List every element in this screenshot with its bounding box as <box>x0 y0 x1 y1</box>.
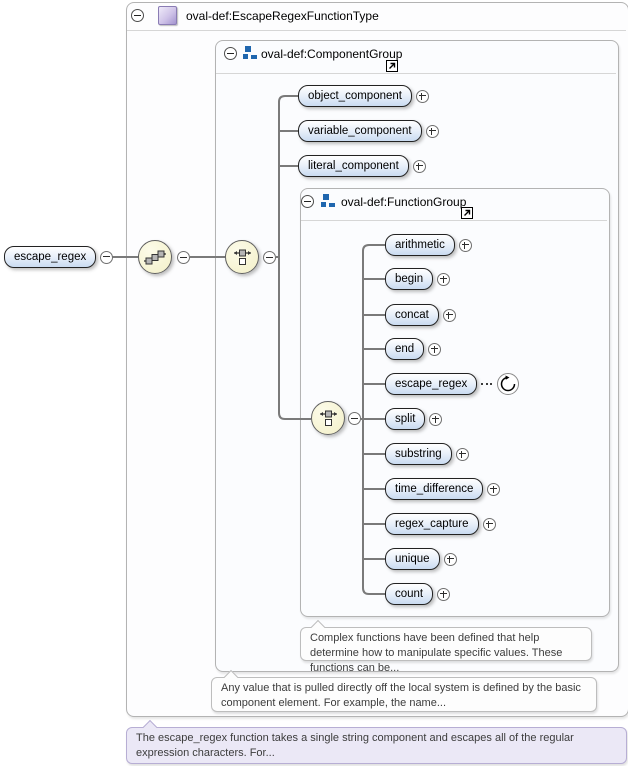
function-group-title: oval-def:FunctionGroup <box>341 195 467 209</box>
root-element-row: escape_regex <box>4 246 114 268</box>
escape-regex-annotation: The escape_regex function takes a single… <box>126 719 627 764</box>
collapse-minus-icon[interactable] <box>131 9 144 22</box>
collapse-minus-icon[interactable] <box>348 412 361 425</box>
element-pill-split[interactable]: split <box>385 408 426 430</box>
element-row-begin: begin <box>385 268 451 290</box>
choice-compositor-icon[interactable] <box>225 240 259 274</box>
element-row-substring: substring <box>385 443 469 465</box>
complex-type-icon <box>158 6 177 25</box>
expand-plus-icon[interactable] <box>442 308 456 322</box>
expand-plus-icon[interactable] <box>487 482 501 496</box>
complex-type-title: oval-def:EscapeRegexFunctionType <box>186 9 379 23</box>
element-pill-object_component[interactable]: object_component <box>298 85 412 107</box>
element-row-concat: concat <box>385 304 456 326</box>
link-arrow-icon[interactable] <box>386 60 398 72</box>
expand-plus-icon[interactable] <box>482 517 496 531</box>
annotation-text: Any value that is pulled directly off th… <box>221 682 581 709</box>
element-pill-unique[interactable]: unique <box>385 548 440 570</box>
expand-plus-icon[interactable] <box>443 552 457 566</box>
element-row-variable_component: variable_component <box>298 120 439 142</box>
annotation-text: The escape_regex function takes a single… <box>136 732 574 759</box>
model-group-icon <box>243 46 257 60</box>
expand-plus-icon[interactable] <box>415 89 429 103</box>
element-pill-literal_component[interactable]: literal_component <box>298 155 409 177</box>
element-row-split: split <box>385 408 443 430</box>
model-group-icon <box>321 194 335 208</box>
recursion-dotted-connector <box>481 383 493 385</box>
element-pill-substring[interactable]: substring <box>385 443 452 465</box>
collapse-minus-icon[interactable] <box>177 251 190 264</box>
component-group-title: oval-def:ComponentGroup <box>261 47 403 61</box>
element-row-escape_regex: escape_regex <box>385 373 520 395</box>
expand-plus-icon[interactable] <box>429 412 443 426</box>
choice-compositor-icon[interactable] <box>311 401 345 435</box>
element-pill-arithmetic[interactable]: arithmetic <box>385 234 455 256</box>
link-arrow-icon[interactable] <box>461 207 473 219</box>
expand-plus-icon[interactable] <box>437 587 451 601</box>
sequence-compositor-icon[interactable] <box>138 240 172 274</box>
element-pill-time_difference[interactable]: time_difference <box>385 478 484 500</box>
element-pill-variable_component[interactable]: variable_component <box>298 120 422 142</box>
expand-plus-icon[interactable] <box>425 124 439 138</box>
expand-plus-icon[interactable] <box>458 238 472 252</box>
element-row-end: end <box>385 338 442 360</box>
collapse-minus-icon[interactable] <box>224 47 237 60</box>
collapse-minus-icon[interactable] <box>100 250 114 264</box>
annotation-text: Complex functions have been defined that… <box>310 632 563 674</box>
element-row-time_difference: time_difference <box>385 478 501 500</box>
element-pill-end[interactable]: end <box>385 338 425 360</box>
expand-plus-icon[interactable] <box>412 159 426 173</box>
element-pill-begin[interactable]: begin <box>385 268 434 290</box>
recursion-icon <box>496 372 520 396</box>
element-pill-count[interactable]: count <box>385 583 434 605</box>
collapse-minus-icon[interactable] <box>263 251 276 264</box>
expand-plus-icon[interactable] <box>428 342 442 356</box>
element-pill-concat[interactable]: concat <box>385 304 439 326</box>
collapse-minus-icon[interactable] <box>301 195 314 208</box>
element-row-literal_component: literal_component <box>298 155 426 177</box>
element-pill-regex_capture[interactable]: regex_capture <box>385 513 479 535</box>
root-element-pill[interactable]: escape_regex <box>4 246 97 268</box>
expand-plus-icon[interactable] <box>437 272 451 286</box>
expand-plus-icon[interactable] <box>455 447 469 461</box>
element-row-arithmetic: arithmetic <box>385 234 472 256</box>
function-group-annotation: Complex functions have been defined that… <box>300 619 592 674</box>
element-row-count: count <box>385 583 451 605</box>
element-row-unique: unique <box>385 548 457 570</box>
element-pill-escape_regex[interactable]: escape_regex <box>385 373 478 395</box>
element-row-regex_capture: regex_capture <box>385 513 496 535</box>
component-group-annotation: Any value that is pulled directly off th… <box>211 669 597 712</box>
element-row-object_component: object_component <box>298 85 429 107</box>
